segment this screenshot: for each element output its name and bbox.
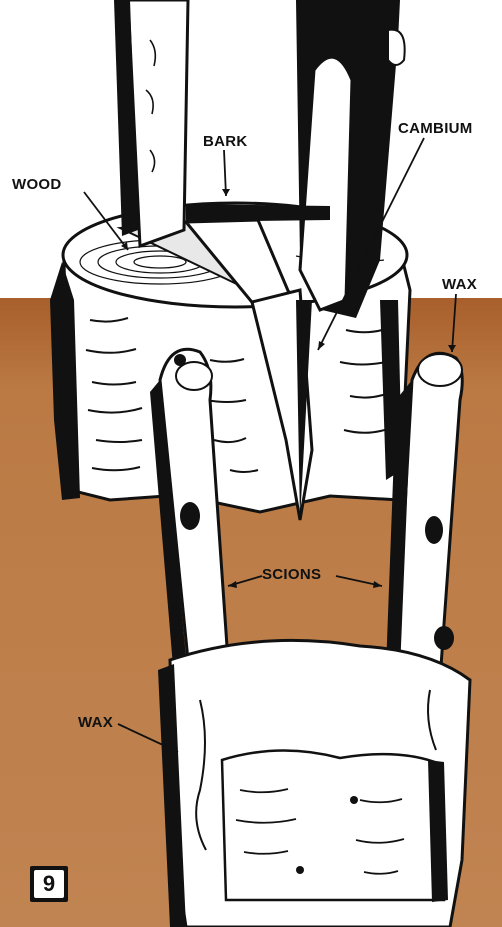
cambium-label: CAMBIUM xyxy=(398,120,473,137)
figure-number-badge: 9 xyxy=(30,866,68,902)
wax-top-label: WAX xyxy=(442,276,477,293)
left-upper-branch xyxy=(114,0,188,246)
wax-bottom-label: WAX xyxy=(78,714,113,731)
right-scion xyxy=(386,353,462,680)
figure-number: 9 xyxy=(34,870,64,898)
wood-label: WOOD xyxy=(12,176,62,193)
scions-label: SCIONS xyxy=(262,566,321,583)
bark-strip xyxy=(186,204,330,222)
bark-label: BARK xyxy=(203,133,248,150)
lower-stump-waxed xyxy=(158,640,470,927)
